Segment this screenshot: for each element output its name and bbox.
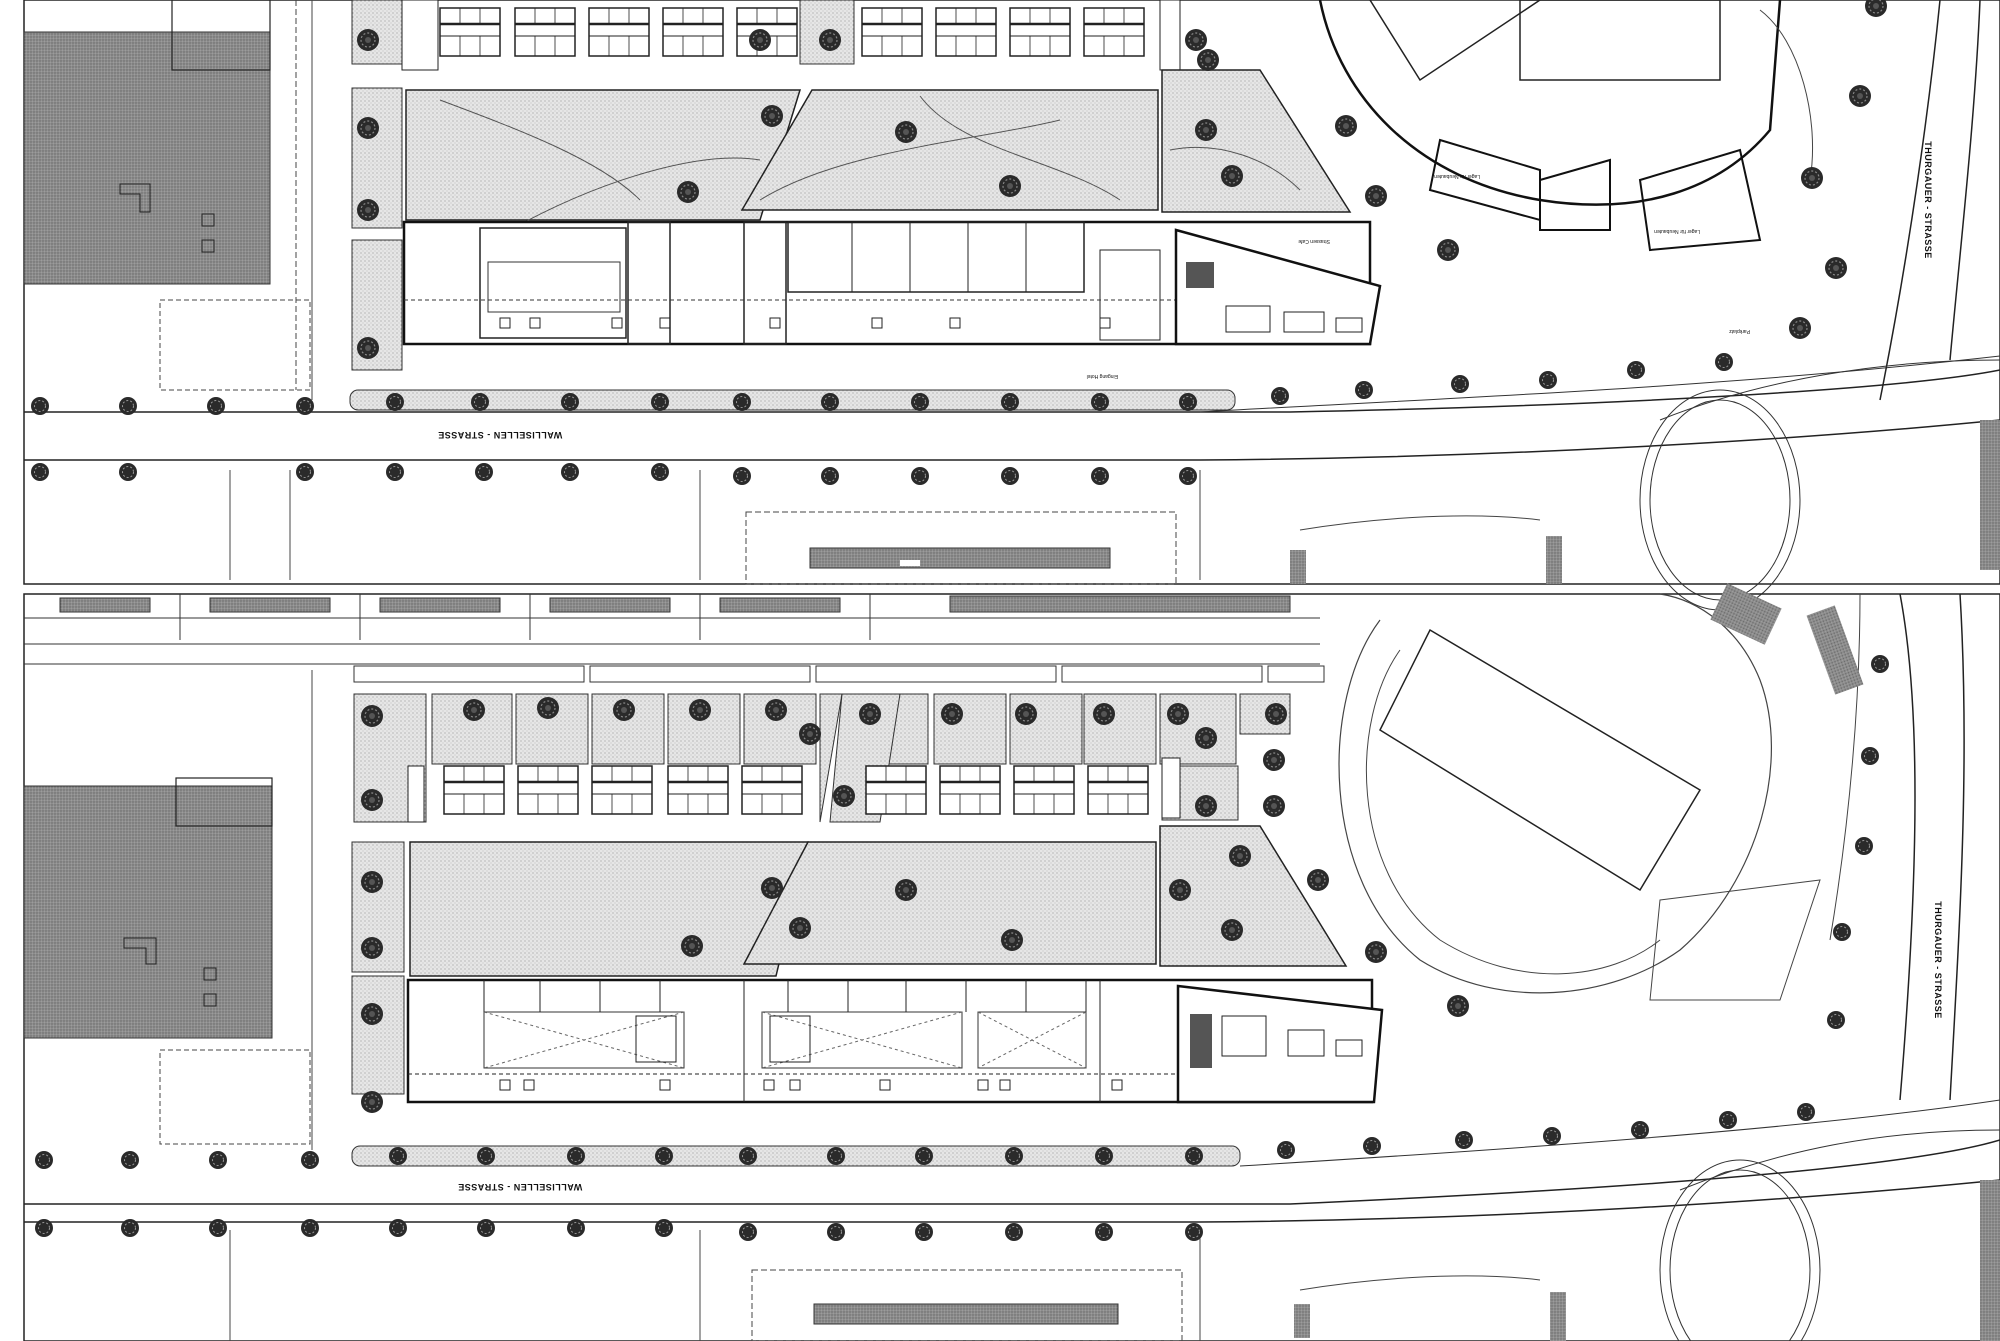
courtyard-garden-east	[740, 89, 1159, 211]
street-label-thurgauer-top: THURGAUER - STRASSE	[1923, 141, 1933, 259]
courtyard-garden-north	[1161, 69, 1352, 213]
label-parking: Parkplatz	[1729, 328, 1750, 334]
street-label-wallisellen-bottom: WALLISELLEN - STRASSE	[458, 1182, 583, 1192]
housing-row-top	[438, 6, 1146, 58]
building-wedge-bottom	[1176, 984, 1384, 1104]
courtyard-north-bottom	[1159, 825, 1348, 967]
building-south-bottom	[813, 1303, 1119, 1325]
plan-top: WALLISELLEN - STRASSE THURGAUER - STRASS…	[23, 0, 2000, 611]
housing-row-bottom	[442, 764, 1150, 816]
building-south-top	[809, 547, 1111, 569]
courtyard-west-bottom	[409, 841, 809, 977]
label-storage-2: Lager für Neubauten	[1654, 228, 1700, 234]
label-hotel-entrance: Eingang Hotel	[1087, 373, 1118, 379]
existing-building-west	[23, 31, 271, 285]
street-label-thurgauer-bottom: THURGAUER - STRASSE	[1933, 901, 1943, 1019]
building-wedge-top	[1174, 228, 1382, 346]
courtyard-garden-west	[405, 89, 802, 221]
stadium-top	[1318, 0, 1813, 252]
label-storage-1: Lager für Neubauten	[1434, 173, 1480, 179]
garden-cells-bottom	[353, 693, 1291, 823]
label-street-cafe: Strassen Cafe	[1298, 238, 1330, 244]
plan-bottom: WALLISELLEN - STRASSE THURGAUER - STRASS…	[23, 583, 2000, 1341]
existing-building-west-bottom	[23, 785, 273, 1039]
street-trees-top	[30, 352, 1734, 486]
street-label-wallisellen-top: WALLISELLEN - STRASSE	[438, 430, 563, 440]
stadium-bottom	[1338, 593, 1821, 1001]
courtyard-east-bottom	[742, 841, 1157, 965]
